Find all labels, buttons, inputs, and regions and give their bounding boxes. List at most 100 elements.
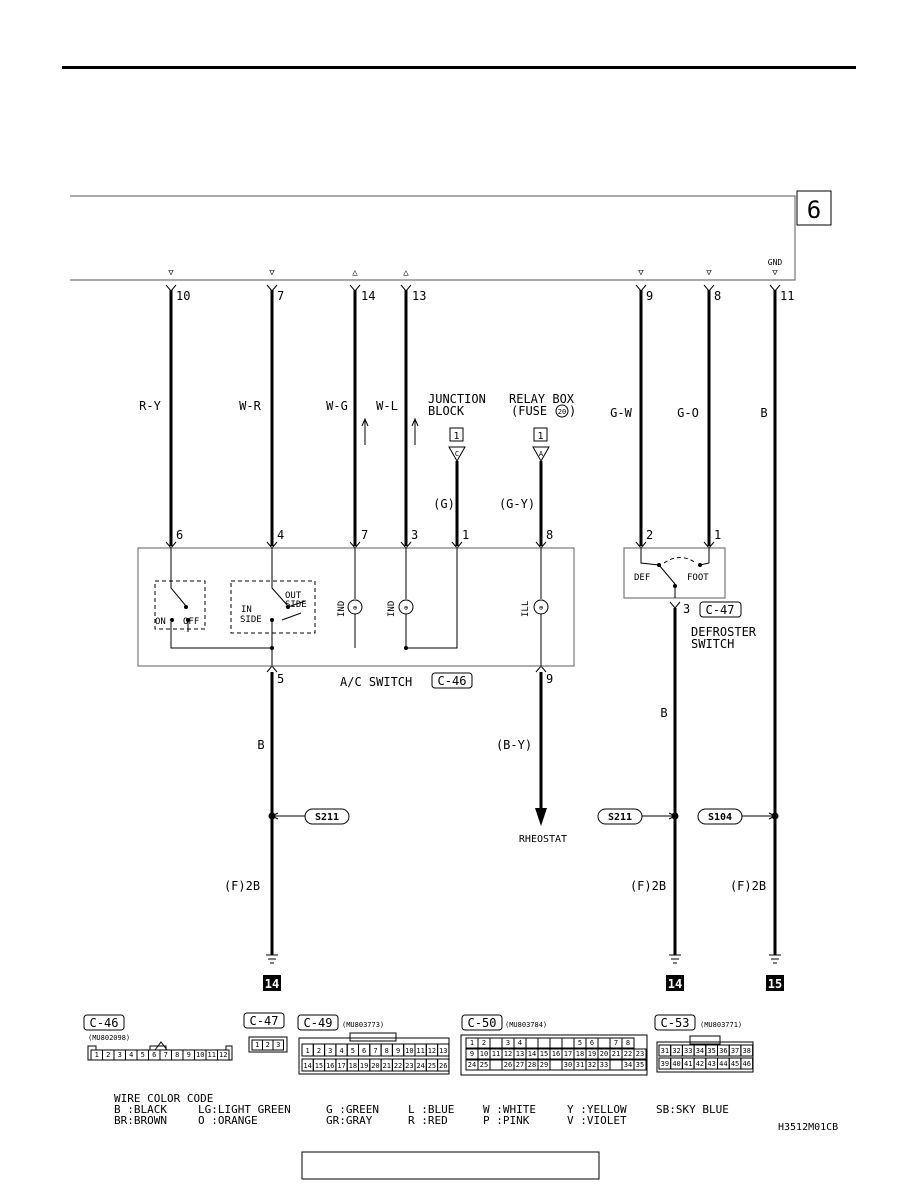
connector-pin-number: 42 — [696, 1060, 704, 1068]
diagram-code: H3512M01CB — [778, 1122, 838, 1133]
wire-label-g-w: G-W — [610, 406, 632, 420]
connector-pin-number: 35 — [707, 1047, 715, 1055]
wire-color-code: WIRE COLOR CODE B :BLACK LG:LIGHT GREEN … — [114, 1092, 729, 1127]
ground-point-box — [766, 975, 784, 991]
relay-pin: A — [539, 450, 544, 458]
splice-id-2: S211 — [608, 812, 632, 823]
connector-pin-number: 2 — [317, 1047, 321, 1055]
color-code-lg: LG:LIGHT GREEN — [198, 1103, 291, 1116]
relay-ref-box — [533, 427, 548, 442]
ind-label-2: IND — [387, 601, 397, 617]
wire-label-b-left: B — [257, 738, 264, 752]
connector-blank-cavity — [609, 1059, 623, 1071]
connector-pin-number: 28 — [528, 1061, 536, 1069]
connector-blank-cavity — [489, 1059, 503, 1071]
junction-block-label-2: BLOCK — [428, 404, 465, 418]
wire-label-w-r: W-R — [239, 399, 261, 413]
ac-connector-tag — [431, 672, 473, 689]
junction-block-label: JUNCTION — [428, 392, 486, 406]
pin-9: 9 — [646, 289, 653, 303]
connector-pin-number: 43 — [707, 1060, 715, 1068]
connector-pin-number: 6 — [590, 1039, 594, 1047]
connector-pin-number: 14 — [303, 1062, 311, 1070]
relay-box-fuse-open: (FUSE — [511, 404, 547, 418]
color-code-w: W :WHITE — [483, 1103, 536, 1116]
connector-pin-number: 5 — [578, 1039, 582, 1047]
ac-switch-box — [137, 547, 575, 667]
def-pin-2: 2 — [646, 528, 653, 542]
connector-id: C-46 — [90, 1016, 119, 1030]
connector-pin-number: 20 — [371, 1062, 379, 1070]
connector-pin-number: 9 — [187, 1051, 191, 1059]
connector-pin-number: 34 — [696, 1047, 704, 1055]
splice-id-1: S211 — [315, 812, 339, 823]
ac-pin-9: 9 — [546, 672, 553, 686]
connector-pin-number: 35 — [636, 1061, 644, 1069]
foot-label: FOOT — [687, 573, 709, 583]
pin-10: 10 — [176, 289, 190, 303]
connector-part: (MU803784) — [505, 1021, 547, 1029]
ac-pin-3: 3 — [411, 528, 418, 542]
connector-pin-number: 45 — [731, 1060, 739, 1068]
arrow-down-icon: ▽ — [638, 268, 644, 278]
header-rule — [62, 66, 856, 69]
connector-pin-number: 8 — [626, 1039, 630, 1047]
ground-point-2: 14 — [668, 977, 682, 991]
wire-label-b-def: B — [660, 706, 667, 720]
ground-point-3: 15 — [768, 977, 782, 991]
connector-pin-number: 31 — [661, 1047, 669, 1055]
connector-pin-number: 11 — [416, 1047, 424, 1055]
connector-pin-cell — [740, 1044, 754, 1057]
connector-pin-number: 21 — [612, 1050, 620, 1058]
connector-pin-number: 12 — [219, 1051, 227, 1059]
connector-pin-number: 16 — [552, 1050, 560, 1058]
connector-pin-number: 17 — [564, 1050, 572, 1058]
connector-part: (MU803771) — [700, 1021, 742, 1029]
switch-off-label: OFF — [183, 617, 199, 627]
wire-label-g-y: (G-Y) — [499, 497, 535, 511]
rheostat-label: RHEOSTAT — [519, 834, 567, 845]
connector-pin-number: 2 — [106, 1051, 110, 1059]
connector-blank-cavity — [597, 1037, 611, 1049]
junction-connector-icon — [448, 446, 466, 463]
connector-pin-number: 25 — [428, 1062, 436, 1070]
switch-in-label: IN — [241, 605, 252, 615]
ac-pin-4: 4 — [277, 528, 284, 542]
connector-pin-number: 30 — [564, 1061, 572, 1069]
ground-icon — [266, 954, 278, 964]
connector-pin-number: 13 — [516, 1050, 524, 1058]
connector-pin-number: 5 — [351, 1047, 355, 1055]
harness-frame — [70, 195, 796, 281]
ac-pin-7: 7 — [361, 528, 368, 542]
lower-wires — [270, 608, 677, 955]
connector-pin-number: 12 — [504, 1050, 512, 1058]
connector-pin-cell — [272, 1039, 284, 1051]
ind-label-1: IND — [337, 601, 347, 617]
color-code-gr: GR:GRAY — [326, 1114, 373, 1127]
splice-tag — [697, 808, 743, 825]
connector-id: C-50 — [468, 1016, 497, 1030]
wire-color-code-title: WIRE COLOR CODE — [114, 1092, 213, 1105]
connector-pin-number: 14 — [528, 1050, 536, 1058]
svg-text:⊕: ⊕ — [539, 604, 544, 612]
connector-pin-number: 4 — [129, 1051, 133, 1059]
connector-pin-number: 10 — [405, 1047, 413, 1055]
pin-11: 11 — [780, 289, 794, 303]
top-terminal-markers: ▽ ▽ △ △ ▽ ▽ ▽ GND — [168, 258, 782, 278]
connector-pin-number: 7 — [164, 1051, 168, 1059]
connector-pin-number: 24 — [416, 1062, 424, 1070]
connector-pin-number: 37 — [731, 1047, 739, 1055]
def-label: DEF — [634, 573, 650, 583]
ground-wire-label-3: (F)2B — [730, 879, 766, 893]
connector-pin-number: 32 — [588, 1061, 596, 1069]
connector-pin-number: 36 — [719, 1047, 727, 1055]
connector-pin-number: 27 — [516, 1061, 524, 1069]
connector-blank-cavity — [489, 1037, 503, 1049]
def-connector-id: C-47 — [706, 603, 735, 617]
ac-pin-6: 6 — [176, 528, 183, 542]
defroster-label: DEFROSTER — [691, 625, 757, 639]
connector-pin-number: 7 — [373, 1047, 377, 1055]
ill-label: ILL — [521, 601, 531, 617]
connector-part: (MU802098) — [88, 1034, 130, 1042]
flow-arrow-icon — [411, 417, 419, 445]
